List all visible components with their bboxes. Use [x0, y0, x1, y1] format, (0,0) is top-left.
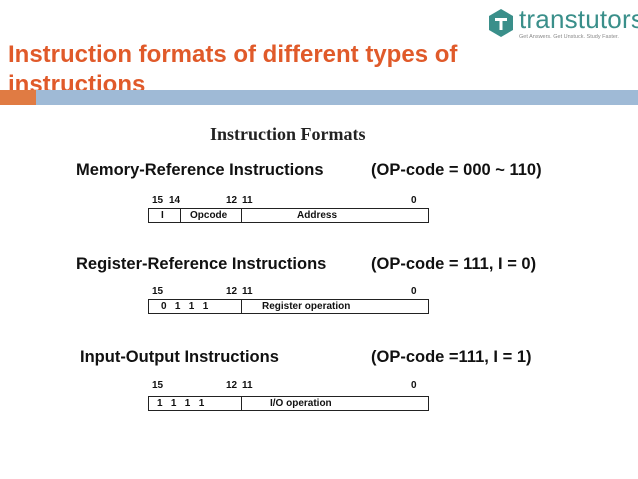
bit-label-11: 11 [242, 195, 253, 206]
bit-label-15: 15 [152, 286, 164, 297]
field-opcode-bits: 0 1 1 1 [161, 301, 209, 312]
bit-label-0: 0 [411, 380, 417, 391]
field-divider [241, 300, 242, 313]
memory-reference-opcode: (OP-code = 000 ~ 110) [371, 161, 542, 179]
register-reference-format-box: 0 1 1 1 Register operation [148, 299, 429, 314]
title-underline-bar [36, 90, 638, 105]
field-i: I [161, 210, 164, 221]
input-output-opcode: (OP-code =111, I = 1) [371, 348, 532, 366]
figure-title: Instruction Formats [210, 124, 366, 144]
title-accent-block [0, 90, 36, 105]
register-reference-title: Register-Reference Instructions [76, 255, 327, 273]
input-output-format-box: 1 1 1 1 I/O operation [148, 396, 429, 411]
bit-label-11: 11 [242, 286, 253, 297]
logo-name: transtutors [519, 4, 638, 34]
field-opcode-bits: 1 1 1 1 [157, 398, 205, 409]
bit-label-0: 0 [411, 195, 417, 206]
field-divider [180, 209, 181, 222]
field-io-operation: I/O operation [270, 398, 332, 409]
memory-reference-title: Memory-Reference Instructions [76, 161, 324, 179]
memory-reference-format-box: I Opcode Address [148, 208, 429, 223]
logo-tagline: Get Answers. Get Unstuck. Study Faster. [519, 34, 619, 40]
transtutors-logo-icon [489, 9, 513, 37]
transtutors-logo: transtutors Get Answers. Get Unstuck. St… [486, 4, 638, 42]
bit-label-15: 15 [152, 380, 164, 391]
register-reference-opcode: (OP-code = 111, I = 0) [371, 255, 537, 273]
bit-label-0: 0 [411, 286, 417, 297]
field-address: Address [297, 210, 338, 221]
bit-label-12: 12 [226, 380, 238, 391]
field-divider [241, 397, 242, 410]
field-divider [241, 209, 242, 222]
bit-label-14: 14 [169, 195, 181, 206]
bit-label-12: 12 [226, 195, 238, 206]
input-output-title: Input-Output Instructions [80, 348, 279, 366]
bit-label-11: 11 [242, 380, 253, 391]
field-opcode: Opcode [190, 210, 228, 221]
field-register-operation: Register operation [262, 301, 351, 312]
bit-label-15: 15 [152, 195, 164, 206]
bit-label-12: 12 [226, 286, 238, 297]
